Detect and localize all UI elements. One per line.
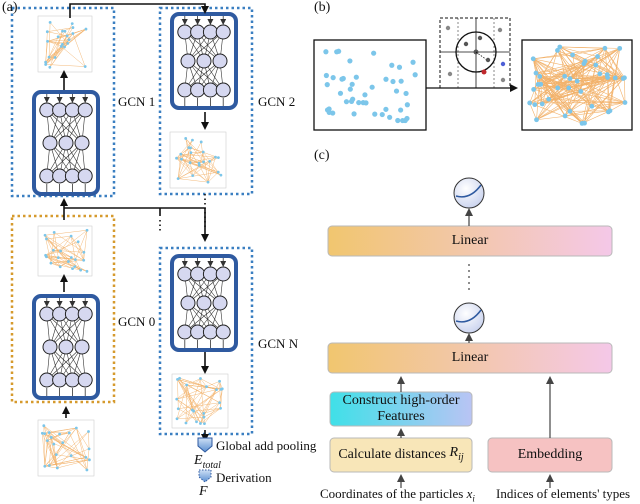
gcn2-network <box>172 14 236 108</box>
raw-particles-box <box>314 40 426 130</box>
construct-line2: Features <box>377 409 424 425</box>
gcnN-graph-thumb <box>172 374 228 428</box>
gcnN-label: GCN N <box>258 336 298 352</box>
gcn1-network <box>34 92 98 194</box>
force-label: F <box>199 484 208 500</box>
input-graph-thumb <box>38 420 94 476</box>
calc-distances-label: Calculate distances Rij <box>330 438 472 472</box>
gcn0-graph-thumb <box>38 226 92 276</box>
panel-label-b: (b) <box>314 0 330 16</box>
gcnN-network <box>172 256 236 350</box>
input-indices-label: Indices of elements' types <box>496 486 630 502</box>
gcn2-graph-thumb <box>170 132 226 188</box>
gcn1-label: GCN 1 <box>118 94 155 110</box>
embedding-label: Embedding <box>488 438 612 472</box>
panel-label-c: (c) <box>314 148 330 164</box>
gcn0-network <box>34 296 98 398</box>
gcn1-graph-thumb <box>38 16 92 72</box>
linear-mid-label: Linear <box>328 343 612 373</box>
activation-sphere-top <box>454 178 484 208</box>
linear-top-label: Linear <box>328 226 612 256</box>
panel-label-a: (a) <box>2 0 18 16</box>
input-coords-label: Coordinates of the particles xi <box>320 486 475 504</box>
neighborhood-inset <box>440 18 510 88</box>
construct-line1: Construct high-order <box>342 393 459 409</box>
derivation-label: Derivation <box>216 470 272 486</box>
pooling-label: Global add pooling <box>216 438 316 454</box>
gcn0-label: GCN 0 <box>118 314 155 330</box>
activation-sphere-mid <box>454 303 484 333</box>
gcn2-label: GCN 2 <box>258 94 295 110</box>
pooling-icon <box>198 438 212 452</box>
construct-label: Construct high-order Features <box>330 392 472 426</box>
derivation-icon <box>199 470 211 482</box>
calc-distances-symbol: Rij <box>450 445 464 466</box>
e-total-label: Etotal <box>194 453 221 471</box>
